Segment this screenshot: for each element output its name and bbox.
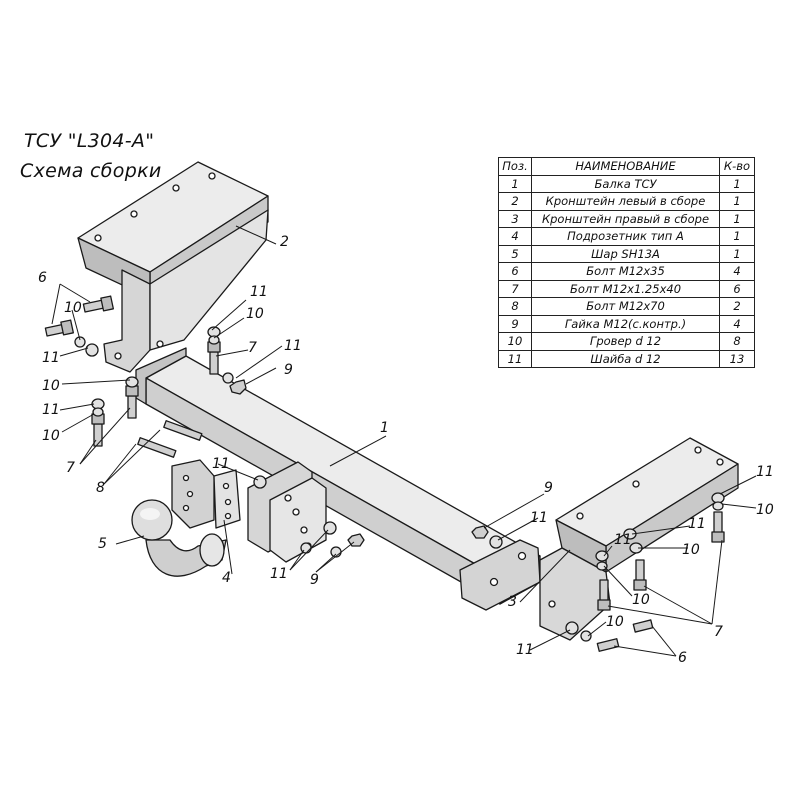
- cell-qty: 4: [719, 262, 755, 281]
- callout-11-b: 11: [42, 402, 60, 418]
- callout-10-e: 10: [756, 502, 774, 518]
- coupling-plates: [247, 461, 327, 563]
- callout-11-g: 11: [530, 510, 548, 526]
- socket-plate: [171, 459, 241, 529]
- callout-10-f: 10: [682, 542, 700, 558]
- callout-8: 8: [96, 480, 105, 496]
- cell-qty: 8: [719, 332, 755, 351]
- cell-name: Болт М12х35: [531, 262, 720, 281]
- callout-10-b: 10: [42, 378, 60, 394]
- cell-pos: 4: [498, 227, 532, 246]
- washers-and-nuts: [74, 326, 725, 642]
- cell-name: Шар SH13A: [531, 244, 720, 263]
- cell-pos: 8: [498, 297, 532, 316]
- callout-11-f: 11: [270, 566, 288, 582]
- cell-name: Гайка М12(с.контр.): [531, 314, 720, 333]
- callout-4: 4: [222, 570, 231, 586]
- parts-table-header: Поз. НАИМЕНОВАНИЕ К-во: [498, 157, 755, 176]
- cell-pos: 9: [498, 314, 532, 333]
- left-bracket: [77, 161, 269, 373]
- callout-9-right: 9: [544, 480, 553, 496]
- callout-1: 1: [380, 420, 389, 436]
- leader-lines: [51, 225, 757, 657]
- drawing-subtitle: Схема сборки: [20, 160, 162, 182]
- callout-10-d: 10: [246, 306, 264, 322]
- callout-11-k: 11: [516, 642, 534, 658]
- cell-pos: 10: [498, 332, 532, 351]
- cell-qty: 1: [719, 209, 755, 228]
- cell-qty: 4: [719, 314, 755, 333]
- callout-7-mid: 7: [248, 340, 257, 356]
- cell-pos: 6: [498, 262, 532, 281]
- cell-name: Шайба d 12: [531, 349, 720, 368]
- header-pos: Поз.: [498, 157, 532, 176]
- cell-name: Болт М12х1.25х40: [531, 279, 720, 298]
- cell-pos: 5: [498, 244, 532, 263]
- callout-10-c: 10: [42, 428, 60, 444]
- callout-11-d: 11: [284, 338, 302, 354]
- callout-10-g: 10: [632, 592, 650, 608]
- cell-qty: 2: [719, 297, 755, 316]
- callout-6-left: 6: [38, 270, 47, 286]
- cell-name: Кронштейн правый в сборе: [531, 209, 720, 228]
- callout-9-top: 9: [284, 362, 293, 378]
- cell-name: Болт М12х70: [531, 297, 720, 316]
- cell-pos: 2: [498, 192, 532, 211]
- cell-name: Балка ТСУ: [531, 174, 720, 193]
- cell-name: Гровер d 12: [531, 332, 720, 351]
- callout-11-i: 11: [688, 516, 706, 532]
- callout-11-j: 11: [614, 532, 632, 548]
- header-qty: К-во: [719, 157, 755, 176]
- drawing-title: ТСУ "L304-A": [24, 130, 155, 152]
- callout-11-a: 11: [42, 350, 60, 366]
- callout-11-h: 11: [756, 464, 774, 480]
- callout-10-h: 10: [606, 614, 624, 630]
- callout-6-right: 6: [678, 650, 687, 666]
- cell-qty: 6: [719, 279, 755, 298]
- callout-7-right: 7: [714, 624, 723, 640]
- cell-pos: 11: [498, 349, 532, 368]
- cell-pos: 3: [498, 209, 532, 228]
- tow-ball: [131, 499, 227, 577]
- callout-11-c: 11: [250, 284, 268, 300]
- callout-7-left: 7: [66, 460, 75, 476]
- cell-qty: 13: [719, 349, 755, 368]
- right-bracket: [539, 437, 739, 641]
- cell-name: Подрозетник тип А: [531, 227, 720, 246]
- callout-10-a: 10: [64, 300, 82, 316]
- cell-name: Кронштейн левый в сборе: [531, 192, 720, 211]
- callout-11-e: 11: [212, 456, 230, 472]
- header-name: НАИМЕНОВАНИЕ: [531, 157, 720, 176]
- callout-5: 5: [98, 536, 107, 552]
- cell-pos: 7: [498, 279, 532, 298]
- cell-pos: 1: [498, 174, 532, 193]
- callout-9-bottom: 9: [310, 572, 319, 588]
- callout-3: 3: [508, 594, 517, 610]
- cell-qty: 1: [719, 244, 755, 263]
- callout-labels: 1 2 3 4 5 6 6 7 7 7 8 9 9 9 10 10 10 10 …: [38, 234, 774, 666]
- cell-qty: 1: [719, 174, 755, 193]
- bolts: [44, 295, 725, 652]
- cell-qty: 1: [719, 192, 755, 211]
- cell-qty: 1: [719, 227, 755, 246]
- callout-2: 2: [280, 234, 289, 250]
